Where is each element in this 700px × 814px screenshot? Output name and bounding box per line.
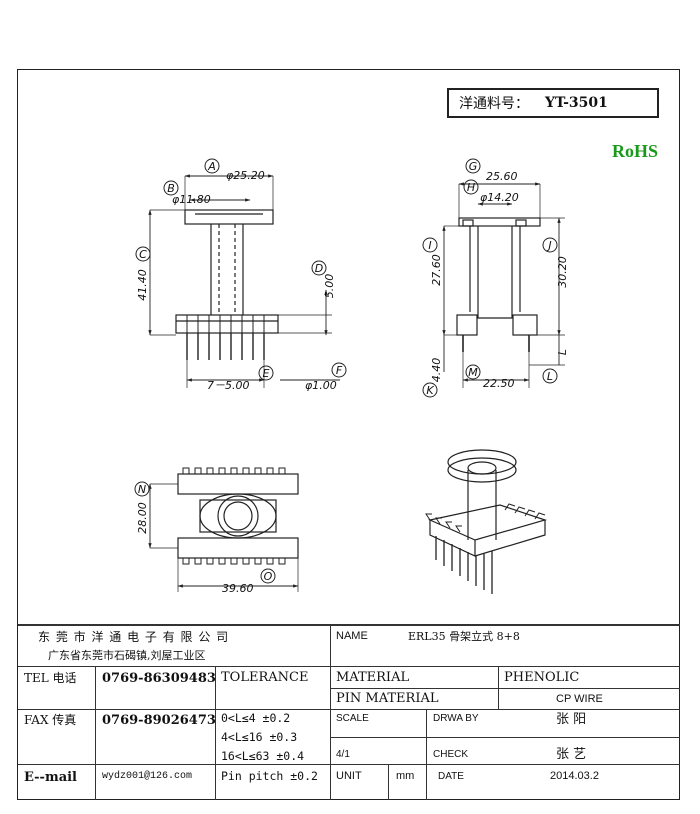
balloon-l: L (547, 370, 553, 383)
part-number-box: 洋通料号： YT-3501 (447, 88, 659, 118)
balloon-n: N (138, 483, 146, 496)
balloon-c: C (139, 248, 147, 261)
balloon-h: H (467, 181, 475, 194)
balloon-k: K (426, 384, 434, 397)
drawing-sheet-border (17, 69, 680, 800)
drwaby-value: 张 阳 (556, 712, 587, 727)
isometric-view (425, 449, 548, 594)
fax-value: 0769-89026473 (102, 713, 216, 728)
dim-j-value: 30.20 (556, 256, 569, 288)
pin-material-value: CP WIRE (556, 693, 603, 705)
balloon-m: M (468, 366, 478, 379)
part-number-value: YT-3501 (545, 95, 608, 111)
dim-c-value: 41.40 (136, 269, 149, 301)
dim-l-value: L (556, 349, 569, 355)
dim-n-value: 28.00 (136, 502, 149, 534)
check-value: 张 艺 (556, 747, 587, 762)
company-name: 东 莞 市 洋 通 电 子 有 限 公 司 (38, 630, 230, 644)
dim-d-value: 5.00 (323, 274, 336, 299)
balloon-o: O (264, 570, 273, 583)
part-number-label: 洋通料号： (459, 96, 529, 112)
dim-m-value: 22.50 (483, 377, 515, 390)
email-value: wydz001@126.com (102, 771, 193, 782)
email-label: E--mail (24, 770, 77, 785)
top-view (148, 467, 299, 592)
tolerance-row-1: 0<L≤4 ±0.2 (221, 711, 291, 725)
tolerance-row-2: 4<L≤16 ±0.3 (221, 730, 298, 744)
material-value: PHENOLIC (504, 670, 580, 685)
date-value: 2014.03.2 (550, 770, 599, 782)
dim-o-value: 39.60 (222, 582, 254, 595)
dim-a-value: φ25.20 (226, 169, 265, 182)
dim-g-value: 25.60 (486, 170, 518, 183)
tel-value: 0769-86309483 (102, 671, 216, 686)
tolerance-label: TOLERANCE (221, 670, 309, 685)
dim-e-value: 7－5.00 (207, 379, 250, 392)
scale-value: 4/1 (336, 749, 350, 760)
balloon-j: J (546, 239, 551, 252)
balloon-f: F (336, 364, 343, 377)
front-view (148, 174, 340, 388)
tolerance-row-3: 16<L≤63 ±0.4 (221, 749, 305, 763)
material-label: MATERIAL (336, 670, 410, 685)
callout-balloons (134, 158, 558, 584)
pin-material-label: PIN MATERIAL (336, 691, 439, 706)
dim-f-value: φ1.00 (305, 379, 337, 392)
dim-h-value: φ14.20 (480, 191, 519, 204)
fax-label: FAX 传真 (24, 713, 77, 727)
title-block: 东 莞 市 洋 通 电 子 有 限 公 司 广东省东莞市石碣镇,刘屋工业区 NA… (18, 624, 680, 800)
name-label: NAME (336, 630, 368, 642)
rohs-mark: RoHS (612, 141, 659, 161)
company-address: 广东省东莞市石碣镇,刘屋工业区 (48, 649, 206, 662)
name-value: ERL35 骨架立式 8+8 (408, 630, 520, 643)
tel-label: TEL 电话 (24, 671, 77, 685)
balloon-i: I (428, 239, 431, 252)
tolerance-row-4: Pin pitch ±0.2 (221, 769, 318, 783)
dim-k-value: 4.40 (430, 358, 443, 383)
dim-i-value: 27.60 (430, 254, 443, 286)
balloon-b: B (167, 182, 175, 195)
drwaby-label: DRWA BY (433, 713, 479, 724)
side-view (442, 182, 565, 388)
balloon-a: A (207, 160, 216, 173)
balloon-g: G (469, 160, 478, 173)
balloon-d: D (315, 262, 323, 275)
unit-value: mm (396, 770, 415, 782)
technical-drawing: A φ25.20 B φ11.80 C 41.40 D 5.00 E 7－5.0… (134, 158, 569, 595)
check-label: CHECK (433, 749, 469, 760)
balloon-e: E (263, 367, 270, 380)
unit-label: UNIT (336, 770, 362, 782)
scale-label: SCALE (336, 713, 369, 724)
dim-b-value: φ11.80 (172, 193, 211, 206)
date-label: DATE (438, 771, 464, 782)
